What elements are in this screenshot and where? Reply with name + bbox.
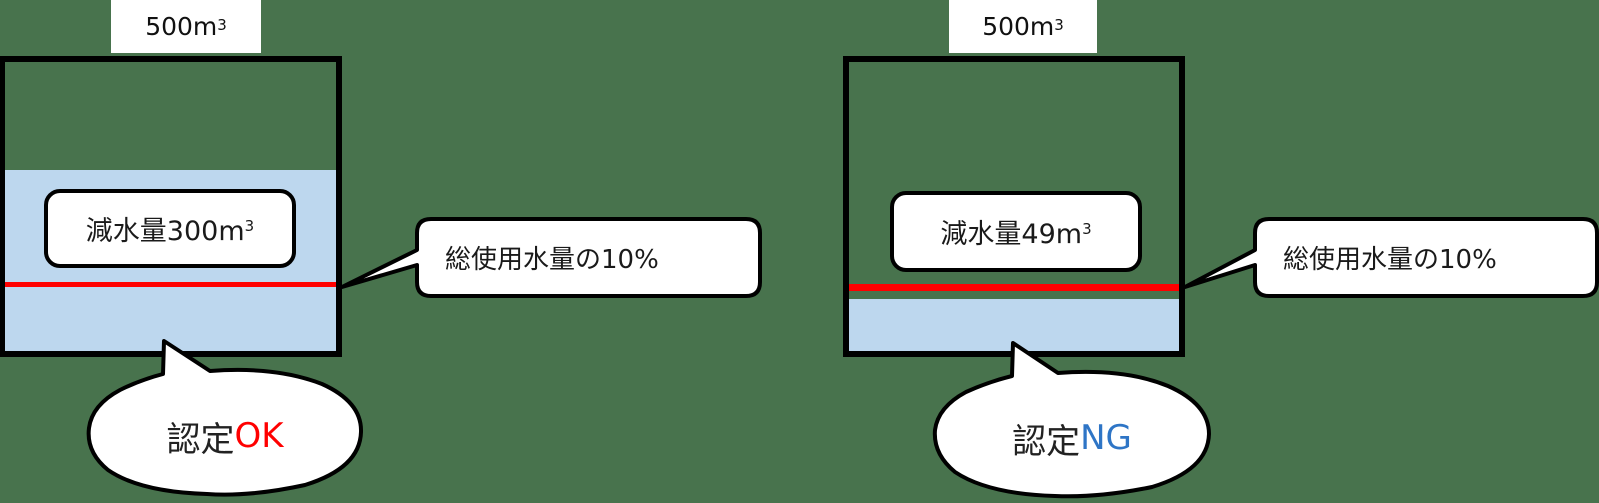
verdict-result-ng: NG xyxy=(1080,418,1132,458)
threshold-callout-left: 総使用水量の10% xyxy=(445,221,755,294)
threshold-line xyxy=(849,284,1180,291)
threshold-callout-right: 総使用水量の10% xyxy=(1283,221,1593,294)
capacity-unit-sup: 3 xyxy=(217,15,227,34)
verdict-prefix: 認定 xyxy=(1012,421,1081,462)
threshold-callout-text: 総使用水量の10% xyxy=(445,245,659,275)
capacity-value: 500m xyxy=(982,12,1055,41)
verdict-prefix: 認定 xyxy=(166,419,235,460)
verdict-result-ok: OK xyxy=(234,416,284,456)
reduction-value: 減水量300m xyxy=(85,216,245,247)
verdict-bubble-shape-right xyxy=(932,341,1211,499)
threshold-callout-shape-left xyxy=(340,217,762,298)
threshold-callout-shape-right xyxy=(1183,217,1599,298)
reduction-value: 減水量49m xyxy=(940,219,1083,250)
threshold-callout-text: 総使用水量の10% xyxy=(1283,245,1497,275)
reduction-unit-sup: 3 xyxy=(244,216,255,235)
reduction-unit-sup: 3 xyxy=(1082,219,1092,238)
threshold-line xyxy=(3,282,336,287)
capacity-unit-sup: 3 xyxy=(1054,15,1064,34)
verdict-bubble-shape-left xyxy=(86,339,364,497)
capacity-value: 500m xyxy=(145,12,218,41)
